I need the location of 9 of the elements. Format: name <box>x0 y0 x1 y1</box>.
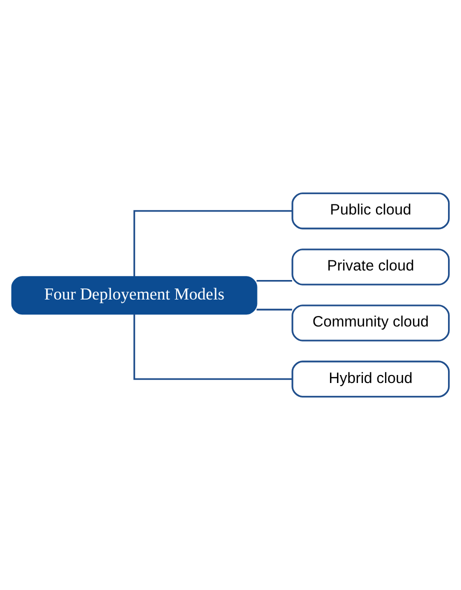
node-box: Four Deployement Models <box>11 276 258 315</box>
connector <box>256 280 292 282</box>
connector <box>256 308 292 310</box>
connector <box>133 314 292 380</box>
node-box: Hybrid cloud <box>292 360 450 398</box>
connector <box>133 210 292 277</box>
node-box: Private cloud <box>292 248 450 286</box>
node-box: Public cloud <box>292 192 450 230</box>
node-box: Community cloud <box>292 304 450 342</box>
